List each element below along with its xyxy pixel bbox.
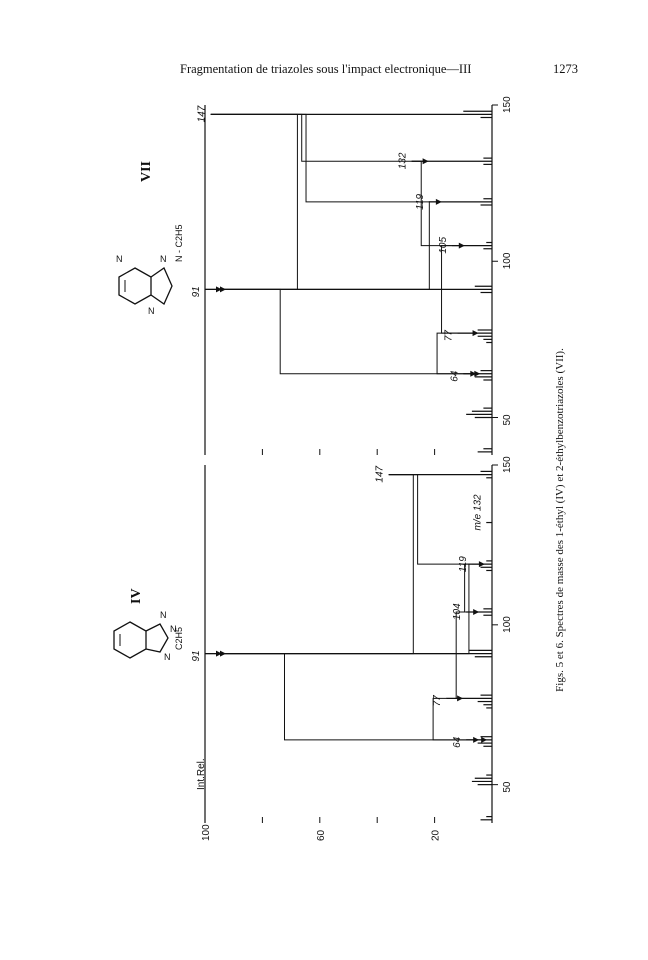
arrow-head — [474, 370, 481, 377]
arrow-head — [481, 736, 488, 743]
substituent-iv: C2H5 — [174, 627, 184, 650]
ring-n2-vii: N — [160, 254, 167, 264]
transition-arrow — [217, 474, 414, 655]
peak-label-104: 104 — [452, 603, 463, 620]
y-tick-label: 60 — [316, 829, 327, 841]
x-tick-label: 150 — [502, 456, 513, 473]
peak-label-132: m/e 132 — [472, 494, 483, 531]
transition-arrow — [436, 332, 476, 375]
transition-arrow — [210, 113, 424, 162]
page-number: 1273 — [553, 62, 578, 76]
spectrum-iv: 50 100 150 100 60 20 64 77 91 104 119 m/e 132 147 — [191, 456, 513, 841]
ring-n1-iv: N — [160, 610, 167, 620]
transition-arrow — [221, 563, 472, 655]
arrow-head — [472, 330, 479, 337]
arrow-head — [473, 609, 480, 616]
ring-n1-vii: N — [116, 254, 123, 264]
ring-n3-iv: N — [164, 652, 171, 662]
compound-label-iv: IV — [129, 588, 144, 604]
ring-n2-iv: N — [170, 624, 177, 634]
peak-label-119: 119 — [415, 193, 426, 209]
y-tick-label: 100 — [201, 824, 212, 841]
peak-label-147: 147 — [375, 465, 386, 482]
transition-arrow — [205, 288, 472, 375]
transition-arrow — [210, 113, 298, 290]
transition-arrow — [388, 474, 480, 565]
peak-label-64: 64 — [449, 370, 460, 382]
compound-label-vii: VII — [139, 161, 154, 182]
arrow-head — [435, 198, 442, 205]
figure-caption: Figs. 5 et 6. Spectres de masse des 1-ét… — [554, 348, 566, 692]
y-axis-label: Int.Rel. — [196, 758, 207, 790]
triazole-ring-iv — [145, 623, 169, 653]
peak-label-64: 64 — [452, 736, 463, 748]
x-tick-label: 150 — [502, 96, 513, 113]
benzene-ring-vii — [118, 267, 152, 305]
running-title: Fragmentation de triazoles sous l'impact… — [180, 62, 472, 76]
structure-iv: N N N C2H5 IV — [113, 588, 184, 662]
transition-arrow — [205, 653, 483, 741]
structure-vii: N N N N - C2H5 VII — [116, 161, 184, 316]
peak-label-105: 105 — [438, 237, 449, 254]
transition-arrow — [455, 611, 467, 699]
peak-label-77: 77 — [444, 330, 455, 342]
transition-arrow — [464, 563, 475, 613]
arrow-head — [457, 695, 464, 702]
x-tick-label: 100 — [502, 616, 513, 633]
triazole-ring-vii — [150, 267, 173, 305]
transition-arrow — [432, 697, 475, 741]
peak-label-91: 91 — [191, 286, 202, 297]
transition-arrow — [411, 160, 460, 247]
benzene-ring-iv — [113, 621, 147, 659]
arrow-head — [473, 736, 480, 743]
peak-label-132: 132 — [398, 152, 409, 169]
arrow-head — [422, 158, 429, 165]
arrow-head — [458, 242, 465, 249]
x-tick-label: 100 — [502, 252, 513, 269]
peak-label-77: 77 — [432, 695, 443, 707]
spectrum-vii: 50 100 150 64 77 91 105 119 132 147 — [191, 96, 513, 455]
peak-label-119: 119 — [458, 556, 469, 572]
transition-arrow — [217, 201, 430, 290]
x-tick-label: 50 — [502, 414, 513, 426]
arrow-head — [478, 561, 485, 568]
peak-label-147: 147 — [197, 105, 208, 122]
y-tick-label: 20 — [431, 829, 442, 841]
ring-n3-vii: N — [148, 306, 155, 316]
x-tick-label: 50 — [502, 781, 513, 793]
peak-label-91: 91 — [191, 650, 202, 661]
substituent-vii: N - C2H5 — [174, 224, 184, 262]
